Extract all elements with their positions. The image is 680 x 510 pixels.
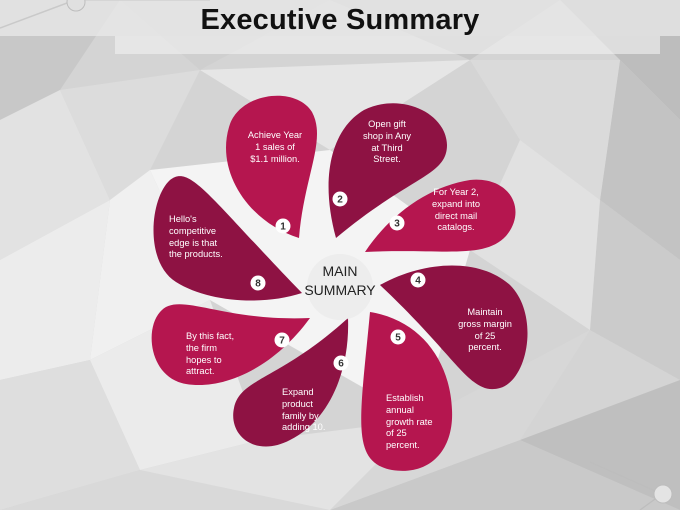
center-label-line2: SUMMARY	[304, 282, 376, 298]
center-hub	[307, 254, 373, 320]
petal-badge-6	[333, 355, 349, 371]
petal-text-line: shop in Any	[362, 130, 412, 141]
petal-5	[361, 312, 453, 471]
petal-text-line: annual	[386, 404, 414, 415]
petal-text-line: the firm	[186, 342, 217, 353]
petal-text-line: Expand	[282, 387, 314, 397]
petal-text-line: expand into	[431, 198, 481, 209]
petal-number-3: 3	[394, 219, 400, 230]
petal-number-6: 6	[338, 359, 344, 370]
petal-number-5: 5	[395, 333, 401, 344]
petal-text-line: Street.	[373, 154, 401, 165]
petal-badge-4	[410, 272, 426, 288]
petal-text-line: Maintain	[467, 307, 503, 317]
petal-text-line: percent.	[468, 342, 502, 353]
petal-text-line: of 25	[474, 330, 496, 341]
petal-text-line: edge is that	[169, 237, 218, 248]
petal-2	[328, 103, 447, 238]
petal-text-line: hopes to	[186, 354, 222, 365]
petal-badge-8	[250, 275, 266, 291]
petal-6	[233, 318, 349, 447]
page-title: Executive Summary	[200, 4, 480, 36]
center-label: MAIN SUMMARY	[285, 262, 395, 300]
petal-number-4: 4	[415, 276, 421, 287]
petal-text-line: adding 10.	[282, 422, 326, 433]
petal-3	[365, 179, 516, 252]
petal-number-1: 1	[280, 222, 286, 233]
petal-text-line: gross margin	[458, 318, 512, 329]
center-label-line1: MAIN	[322, 263, 358, 279]
petal-text-line: competitive	[169, 225, 217, 236]
petal-text-line: the products.	[169, 249, 223, 260]
petal-text-line: direct mail	[434, 210, 478, 221]
petal-badge-2	[332, 191, 348, 207]
petal-text-line: catalogs.	[437, 222, 475, 233]
petal-text-line: family by	[282, 410, 319, 421]
petal-number-2: 2	[337, 195, 343, 206]
petal-4	[380, 265, 528, 390]
petal-text-line: Open gift	[368, 119, 406, 129]
petal-badge-7	[274, 332, 290, 348]
petal-text-line: By this fact,	[186, 331, 235, 341]
petal-text-line: Achieve Year	[247, 130, 303, 140]
petal-text-line: 1 sales of	[255, 141, 295, 152]
petal-text-line: percent.	[386, 440, 420, 451]
petal-8	[153, 176, 302, 301]
petal-text-line: of 25	[386, 428, 407, 439]
petal-number-7: 7	[279, 336, 285, 347]
petal-text-line: For Year 2,	[433, 187, 479, 197]
petal-badge-5	[390, 329, 406, 345]
petal-text-line: product	[282, 398, 314, 409]
petal-1	[226, 95, 318, 238]
petal-text-line: Establish	[386, 393, 424, 403]
petal-badge-1	[275, 218, 291, 234]
petal-7	[151, 304, 310, 386]
petal-text-line: $1.1 million.	[250, 153, 300, 164]
petal-text-line: Hello's	[169, 214, 197, 224]
petal-text-line: growth rate	[386, 416, 433, 427]
petal-number-8: 8	[255, 279, 261, 290]
petal-text-line: at Third	[371, 142, 403, 153]
petal-badge-3	[389, 215, 405, 231]
petal-text-line: attract.	[186, 366, 215, 377]
